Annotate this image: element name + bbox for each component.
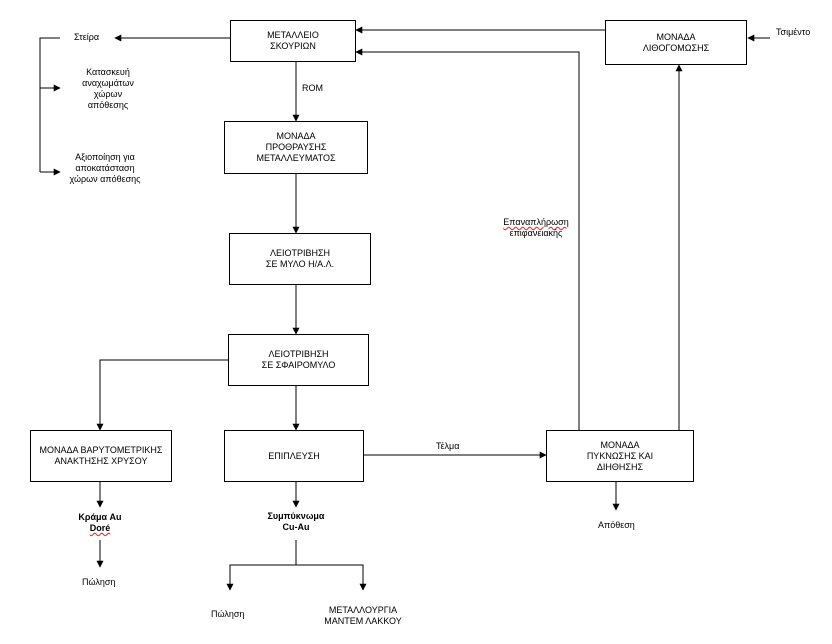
krama-line-2: Doré <box>89 523 111 533</box>
epanaplirosi-word: Επαναπλήρωση <box>503 217 569 227</box>
steira-bracket <box>39 37 60 172</box>
tsimento-label: Τσιμέντο <box>776 27 811 37</box>
arrow-epanaplirosi-to-metalleio <box>355 48 580 430</box>
rom-label: ROM <box>302 83 323 93</box>
lithogomosi-box: ΜΟΝΑΔΑ ΛΙΘΟΓΟΜΩΣΗΣ <box>605 20 747 65</box>
leiotrivisi-ha-label: ΛΕΙΟΤΡΙΒΗΣΗ ΣΕ ΜΥΛΟ Η/Α.Λ. <box>265 248 335 269</box>
epanaplirosi-rest: επιφανειακής <box>509 228 563 238</box>
polisi-center-label: Πώληση <box>211 609 245 619</box>
metallourgia-label: ΜΕΤΑΛΛΟΥΡΓΙΑ ΜΑΝΤΕΜ ΛΑΚΚΟΥ <box>324 605 402 626</box>
sympyknoma-label: Συμπύκνωμα Cu-Au <box>267 511 325 532</box>
varytometriki-label: ΜΟΝΑΔΑ ΒΑΡΥΤΟΜΕΤΡΙΚΗΣ ΑΝΑΚΤΗΣΗΣ ΧΡΥΣΟΥ <box>39 445 163 466</box>
axiopoiisi-label: Αξιοποίηση για αποκατάσταση χώρων απόθεσ… <box>69 152 141 184</box>
lithogomosi-label: ΜΟΝΑΔΑ ΛΙΘΟΓΟΜΩΣΗΣ <box>642 31 710 53</box>
kataskevi-label: Κατασκευή αναχωμάτων χώρων απόθεσης <box>82 67 134 110</box>
leiotrivisi-sfairo-label: ΛΕΙΟΤΡΙΒΗΣΗ ΣΕ ΣΦΑΙΡΟΜΥΛΟ <box>261 349 336 370</box>
steira-label: Στείρα <box>74 32 100 42</box>
protheafsi-box: ΜΟΝΑΔΑ ΠΡΟΘΡΑΥΣΗΣ ΜΕΤΑΛΛΕΥΜΑΤΟΣ <box>224 121 368 174</box>
varytometriki-box: ΜΟΝΑΔΑ ΒΑΡΥΤΟΜΕΤΡΙΚΗΣ ΑΝΑΚΤΗΣΗΣ ΧΡΥΣΟΥ <box>30 430 172 482</box>
leiotrivisi-ha-box: ΛΕΙΟΤΡΙΒΗΣΗ ΣΕ ΜΥΛΟ Η/Α.Λ. <box>229 233 371 285</box>
leiotrivisi-sfairo-box: ΛΕΙΟΤΡΙΒΗΣΗ ΣΕ ΣΦΑΙΡΟΜΥΛΟ <box>228 334 369 386</box>
epiplefsi-label: ΕΠΙΠΛΕΥΣΗ <box>268 450 320 461</box>
polisi-left-label: Πώληση <box>82 577 116 587</box>
apothesi-label: Απόθεση <box>598 520 635 530</box>
metalleio-box: ΜΕΤΑΛΛΕΙΟ ΣΚΟΥΡΙΩΝ <box>230 20 356 62</box>
arrow-sfairo-to-varytometriki <box>96 359 228 431</box>
pyknosi-box: ΜΟΝΑΔΑ ΠΥΚΝΩΣΗΣ ΚΑΙ ΔΙΗΘΗΣΗΣ <box>546 430 694 482</box>
metalleio-label: ΜΕΤΑΛΛΕΙΟ ΣΚΟΥΡΙΩΝ <box>267 30 319 51</box>
krama-line-1: Κράμα Au <box>78 512 122 522</box>
epiplefsi-box: ΕΠΙΠΛΕΥΣΗ <box>224 430 364 482</box>
arrow-sympyknoma-to-metallourgia <box>296 564 367 591</box>
pyknosi-label: ΜΟΝΑΔΑ ΠΥΚΝΩΣΗΣ ΚΑΙ ΔΙΗΘΗΣΗΣ <box>586 439 654 472</box>
protheafsi-label: ΜΟΝΑΔΑ ΠΡΟΘΡΑΥΣΗΣ ΜΕΤΑΛΛΕΥΜΑΤΟΣ <box>256 131 336 163</box>
telma-label: Τέλμα <box>436 441 460 451</box>
arrow-sympyknoma-to-polisi <box>226 540 297 591</box>
